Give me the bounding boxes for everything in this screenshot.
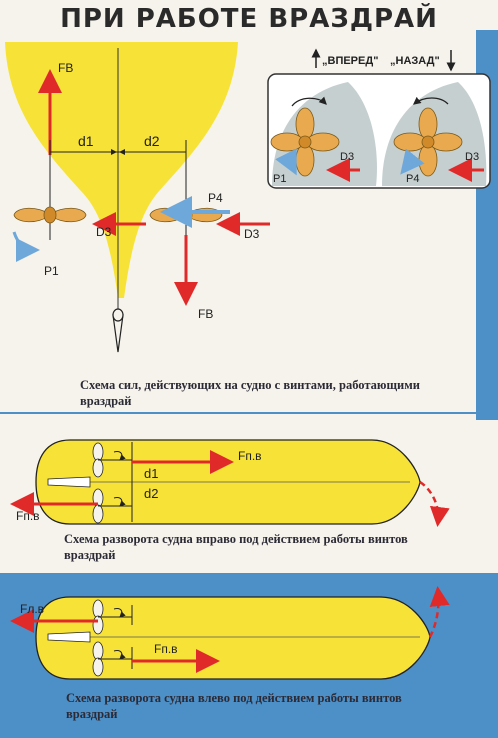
svg-text:P4: P4 [406, 173, 419, 185]
p4-label: P4 [208, 191, 223, 205]
svg-text:D3: D3 [340, 151, 354, 163]
fp-right-label: Fп.в [154, 642, 178, 656]
svg-text:D3: D3 [465, 151, 479, 163]
caption-3: Схема разворота судна влево под действие… [66, 691, 402, 721]
diagram-turn-left: Fл.в Fп.в [10, 586, 450, 680]
d2-label: d2 [144, 133, 160, 149]
inset-left-propeller [270, 107, 340, 177]
d3-right-label: D3 [244, 227, 260, 241]
fl-left-label: Fл.в [20, 602, 44, 616]
page-title: ПРИ РАБОТЕ ВРАЗДРАЙ [60, 4, 438, 34]
d1-label-2: d1 [144, 466, 158, 481]
diagram-turn-right: d1 d2 Fп.в Fп.в [10, 439, 450, 527]
caption-1: Схема сил, действующих на судно с винтам… [80, 378, 420, 408]
fb-bottom-label: FB [198, 307, 213, 321]
diagram-forces: FB d1 d2 P1 D3 P4 D3 FB [5, 42, 491, 353]
svg-text:P1: P1 [273, 173, 286, 185]
f-left-label: Fп.в [16, 509, 40, 523]
caption-2: Схема разворота судна вправо под действи… [64, 532, 408, 562]
divider-line [0, 412, 498, 414]
d3-left-label: D3 [96, 225, 112, 239]
f-right-label: Fп.в [238, 449, 262, 463]
forward-label: „ВПЕРЕД" [322, 55, 378, 67]
d1-label: d1 [78, 133, 94, 149]
right-propeller [149, 206, 223, 224]
p1-label: P1 [44, 264, 59, 278]
fb-top-label: FB [58, 61, 73, 75]
hull-stern [5, 42, 238, 298]
back-label: „НАЗАД" [390, 55, 440, 67]
left-propeller [13, 206, 87, 224]
d2-label-2: d2 [144, 486, 158, 501]
